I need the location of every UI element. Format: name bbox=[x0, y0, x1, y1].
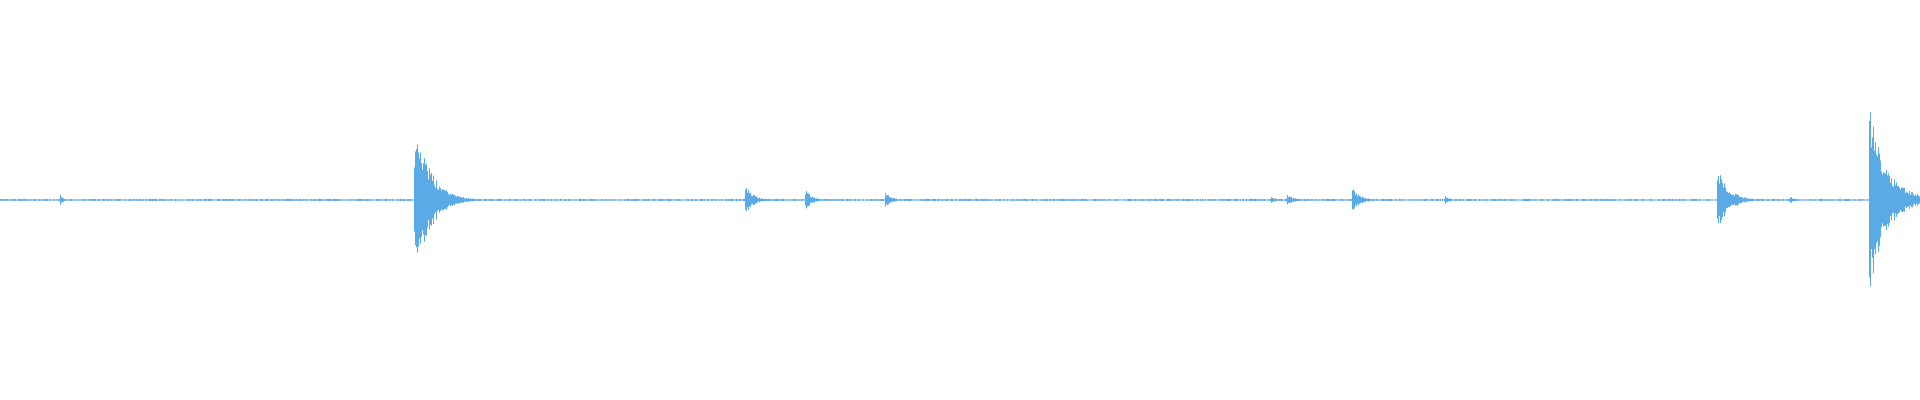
waveform-samples bbox=[0, 112, 1920, 286]
waveform-trace bbox=[0, 112, 1920, 286]
